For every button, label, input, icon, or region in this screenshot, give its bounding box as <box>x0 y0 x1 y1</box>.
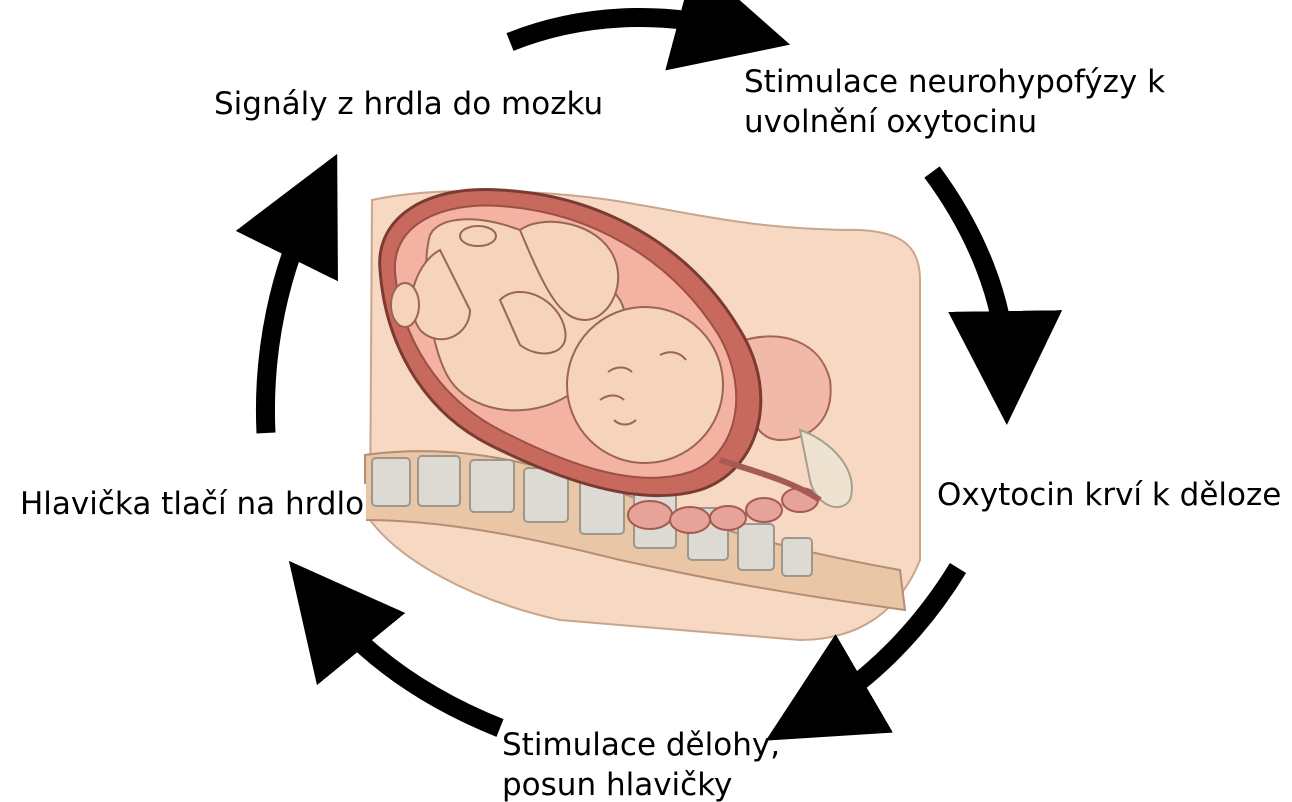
label-signals-text: Signály z hrdla do mozku <box>214 86 603 122</box>
label-stimulation-line2: uvolnění oxytocinu <box>744 102 1165 142</box>
label-neurohypophysis-stimulation: Stimulace neurohypofýzy k uvolnění oxyto… <box>742 62 1167 142</box>
label-uterus-line2: posun hlavičky <box>502 765 780 802</box>
arrow-left <box>265 205 312 433</box>
arrow-bottom-left <box>325 605 500 728</box>
label-uterus-stimulation: Stimulace dělohy, posun hlavičky <box>500 725 782 802</box>
arrow-top <box>510 18 735 43</box>
label-head-presses-cervix: Hlavička tlačí na hrdlo <box>18 484 366 524</box>
label-stimulation-line1: Stimulace neurohypofýzy k <box>744 62 1165 102</box>
arrow-right-upper <box>932 172 1006 368</box>
label-head-text: Hlavička tlačí na hrdlo <box>20 486 364 522</box>
pregnancy-illustration <box>365 189 920 640</box>
label-oxytocin-to-uterus: Oxytocin krví k děloze <box>935 475 1283 515</box>
label-signals-to-brain: Signály z hrdla do mozku <box>212 84 605 124</box>
label-oxytocin-text: Oxytocin krví k děloze <box>937 477 1281 513</box>
label-uterus-line1: Stimulace dělohy, <box>502 725 780 765</box>
